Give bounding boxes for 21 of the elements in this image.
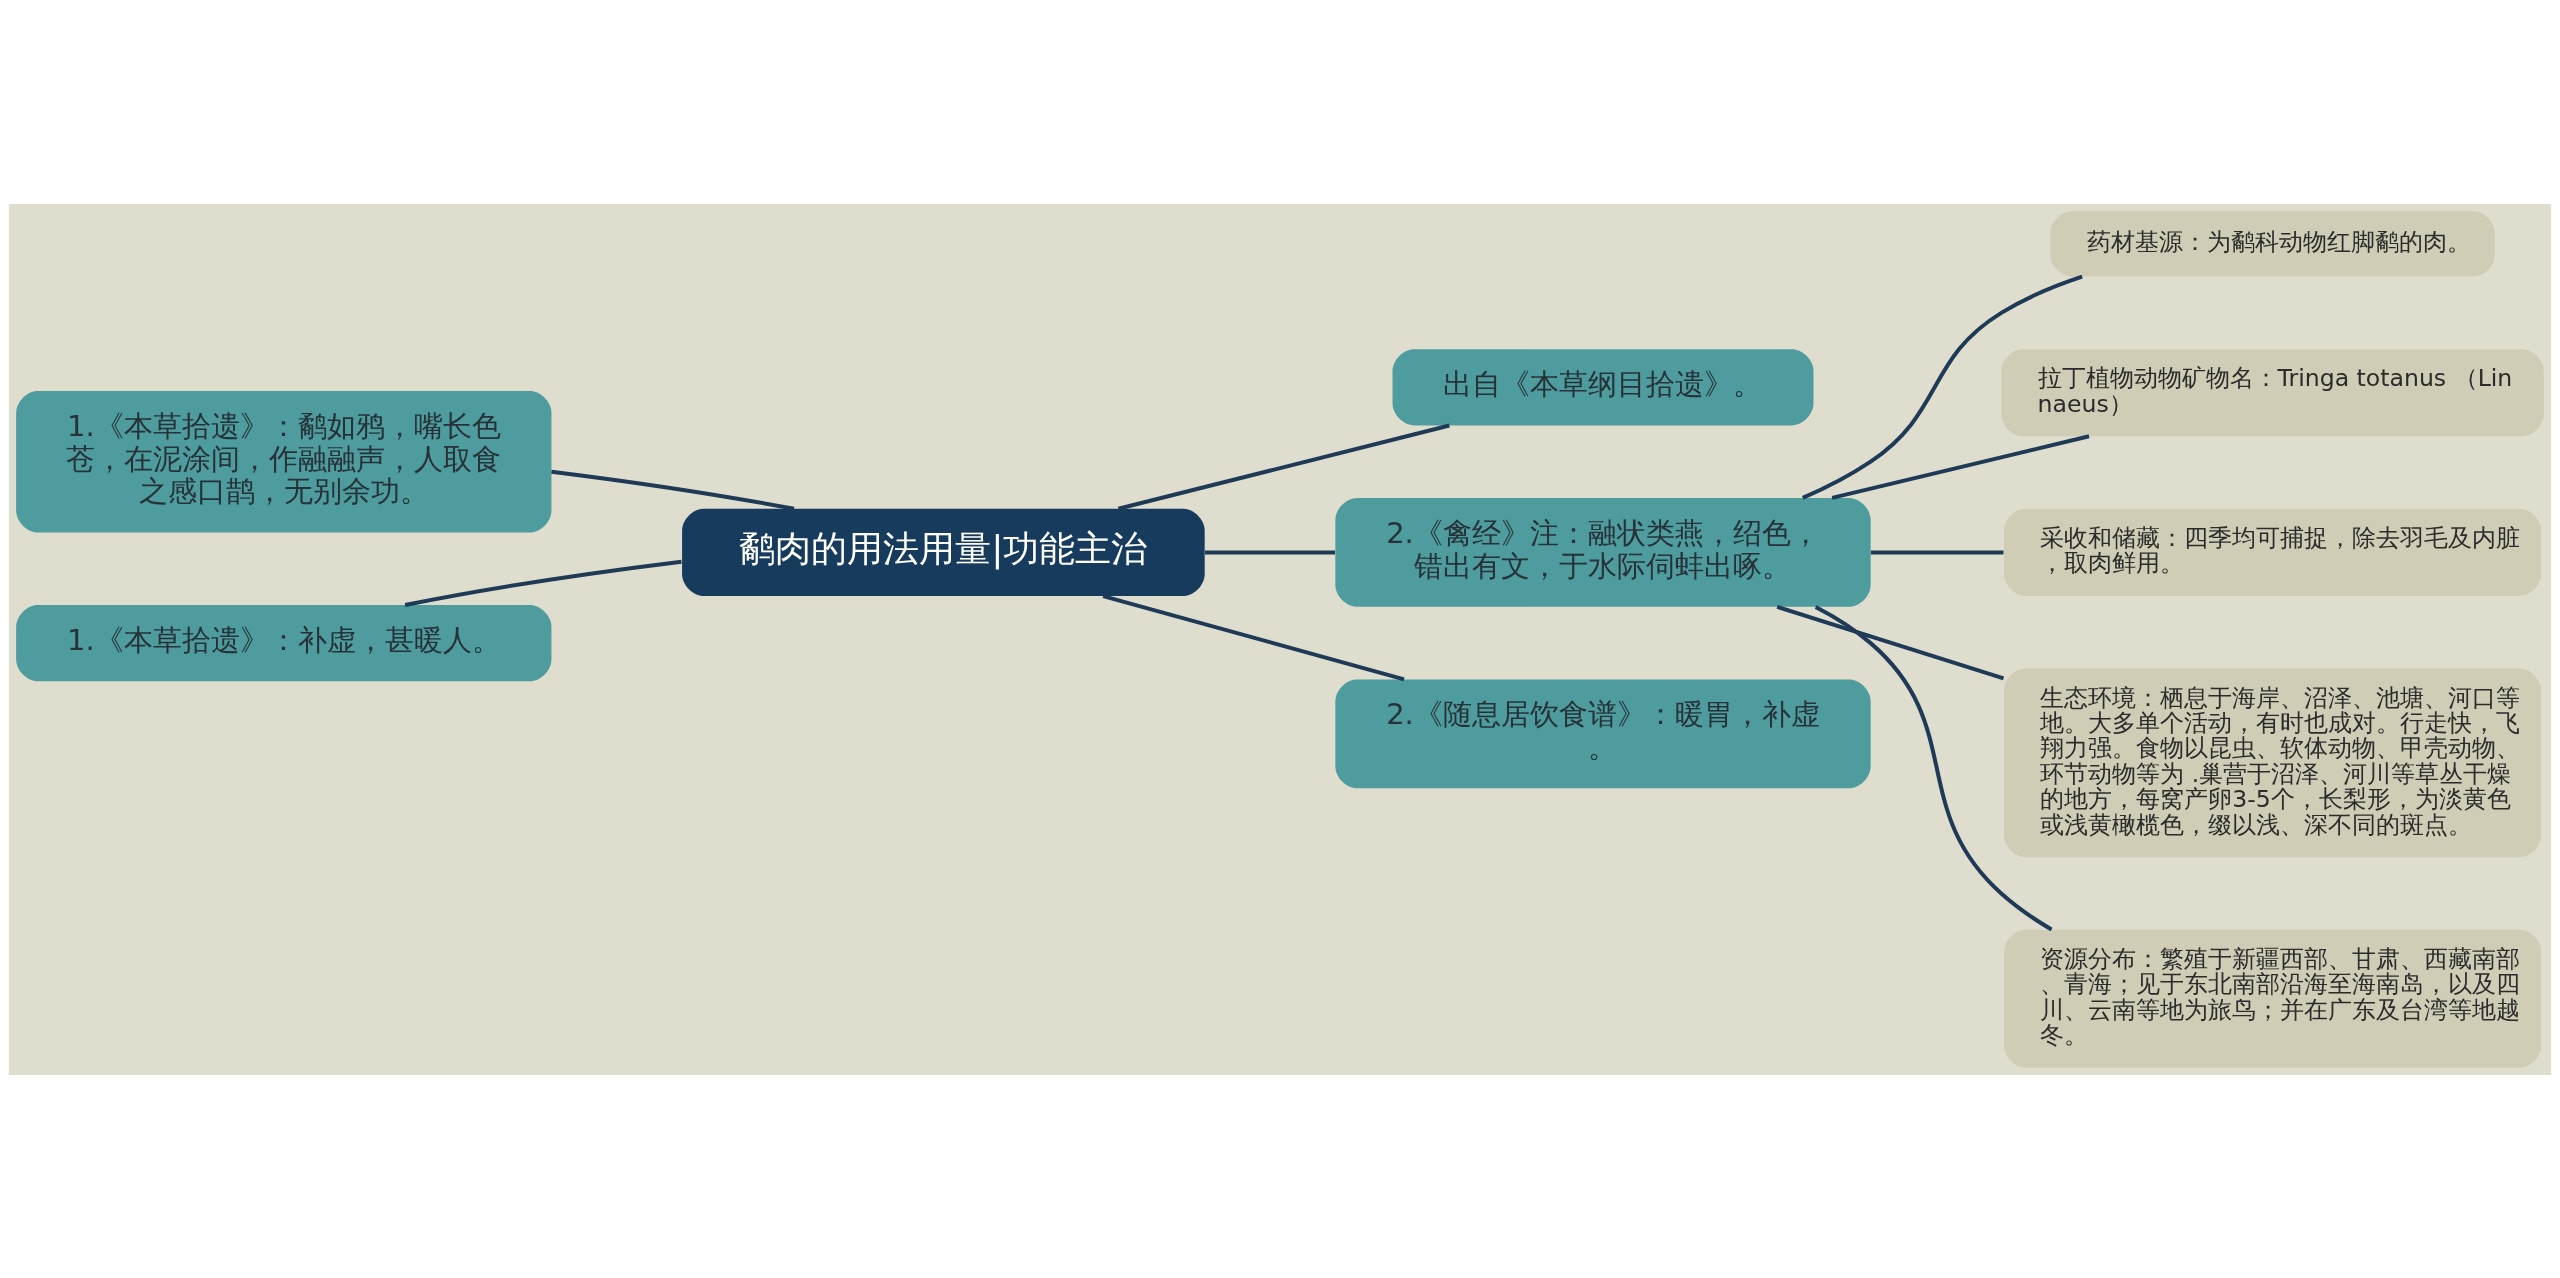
connector	[551, 469, 795, 511]
node-box: 2.《随息居饮食谱》：暖胃，补虚。	[1335, 678, 1871, 788]
connector	[1117, 423, 1450, 511]
node-box: 1.《本草拾遗》：补虚，甚暖人。	[16, 604, 552, 681]
node-box: 2.《禽经》注：融状类燕，绍色，错出有文，于水际伺蚌出啄。	[1335, 497, 1871, 607]
connector	[1776, 604, 2005, 680]
connector	[1814, 604, 2053, 931]
connector	[1870, 549, 2004, 554]
node-box: 生态环境：栖息于海岸、沼泽、池塘、河口等地。大多单个活动，有时也成对。行走快，飞翔力强。食物以昆虫、软体动物、甲壳动物、环节动物等为 .巢营于沼泽、河川等草丛干燥的地方，每窝产卵3-5个，长梨形，为淡黄色或浅黄橄榄色，缀以浅、深不同的斑点。	[2004, 668, 2542, 857]
node-box: 药材基源：为鹬科动物红脚鹬的肉。	[2050, 210, 2495, 277]
node-box: 1.《本草拾遗》：鹬如鸦，嘴长色苍，在泥涂间，作融融声，人取食之感口鹊，无别余功。	[16, 390, 552, 532]
node-box: 采收和储藏：四季均可捕捉，除去羽毛及内脏，取肉鲜用。	[2004, 508, 2542, 596]
node-box: 出自《本草纲目拾遗》。	[1392, 348, 1814, 425]
connector	[1102, 593, 1405, 681]
node-box: 资源分布：繁殖于新疆西部、甘肃、西藏南部、青海；见于东北南部沿海至海南岛，以及四川、云南等地为旅鸟；并在广东及台湾等地越冬。	[2004, 929, 2542, 1068]
node-box: 鹬肉的用法用量|功能主治	[682, 508, 1205, 596]
connector	[404, 559, 682, 607]
connector	[1831, 433, 2090, 500]
connector	[1204, 549, 1335, 554]
node-box: 拉丁植物动物矿物名：Tringa totanus （Linnaeus）	[2001, 348, 2544, 436]
connector	[1801, 274, 2083, 500]
